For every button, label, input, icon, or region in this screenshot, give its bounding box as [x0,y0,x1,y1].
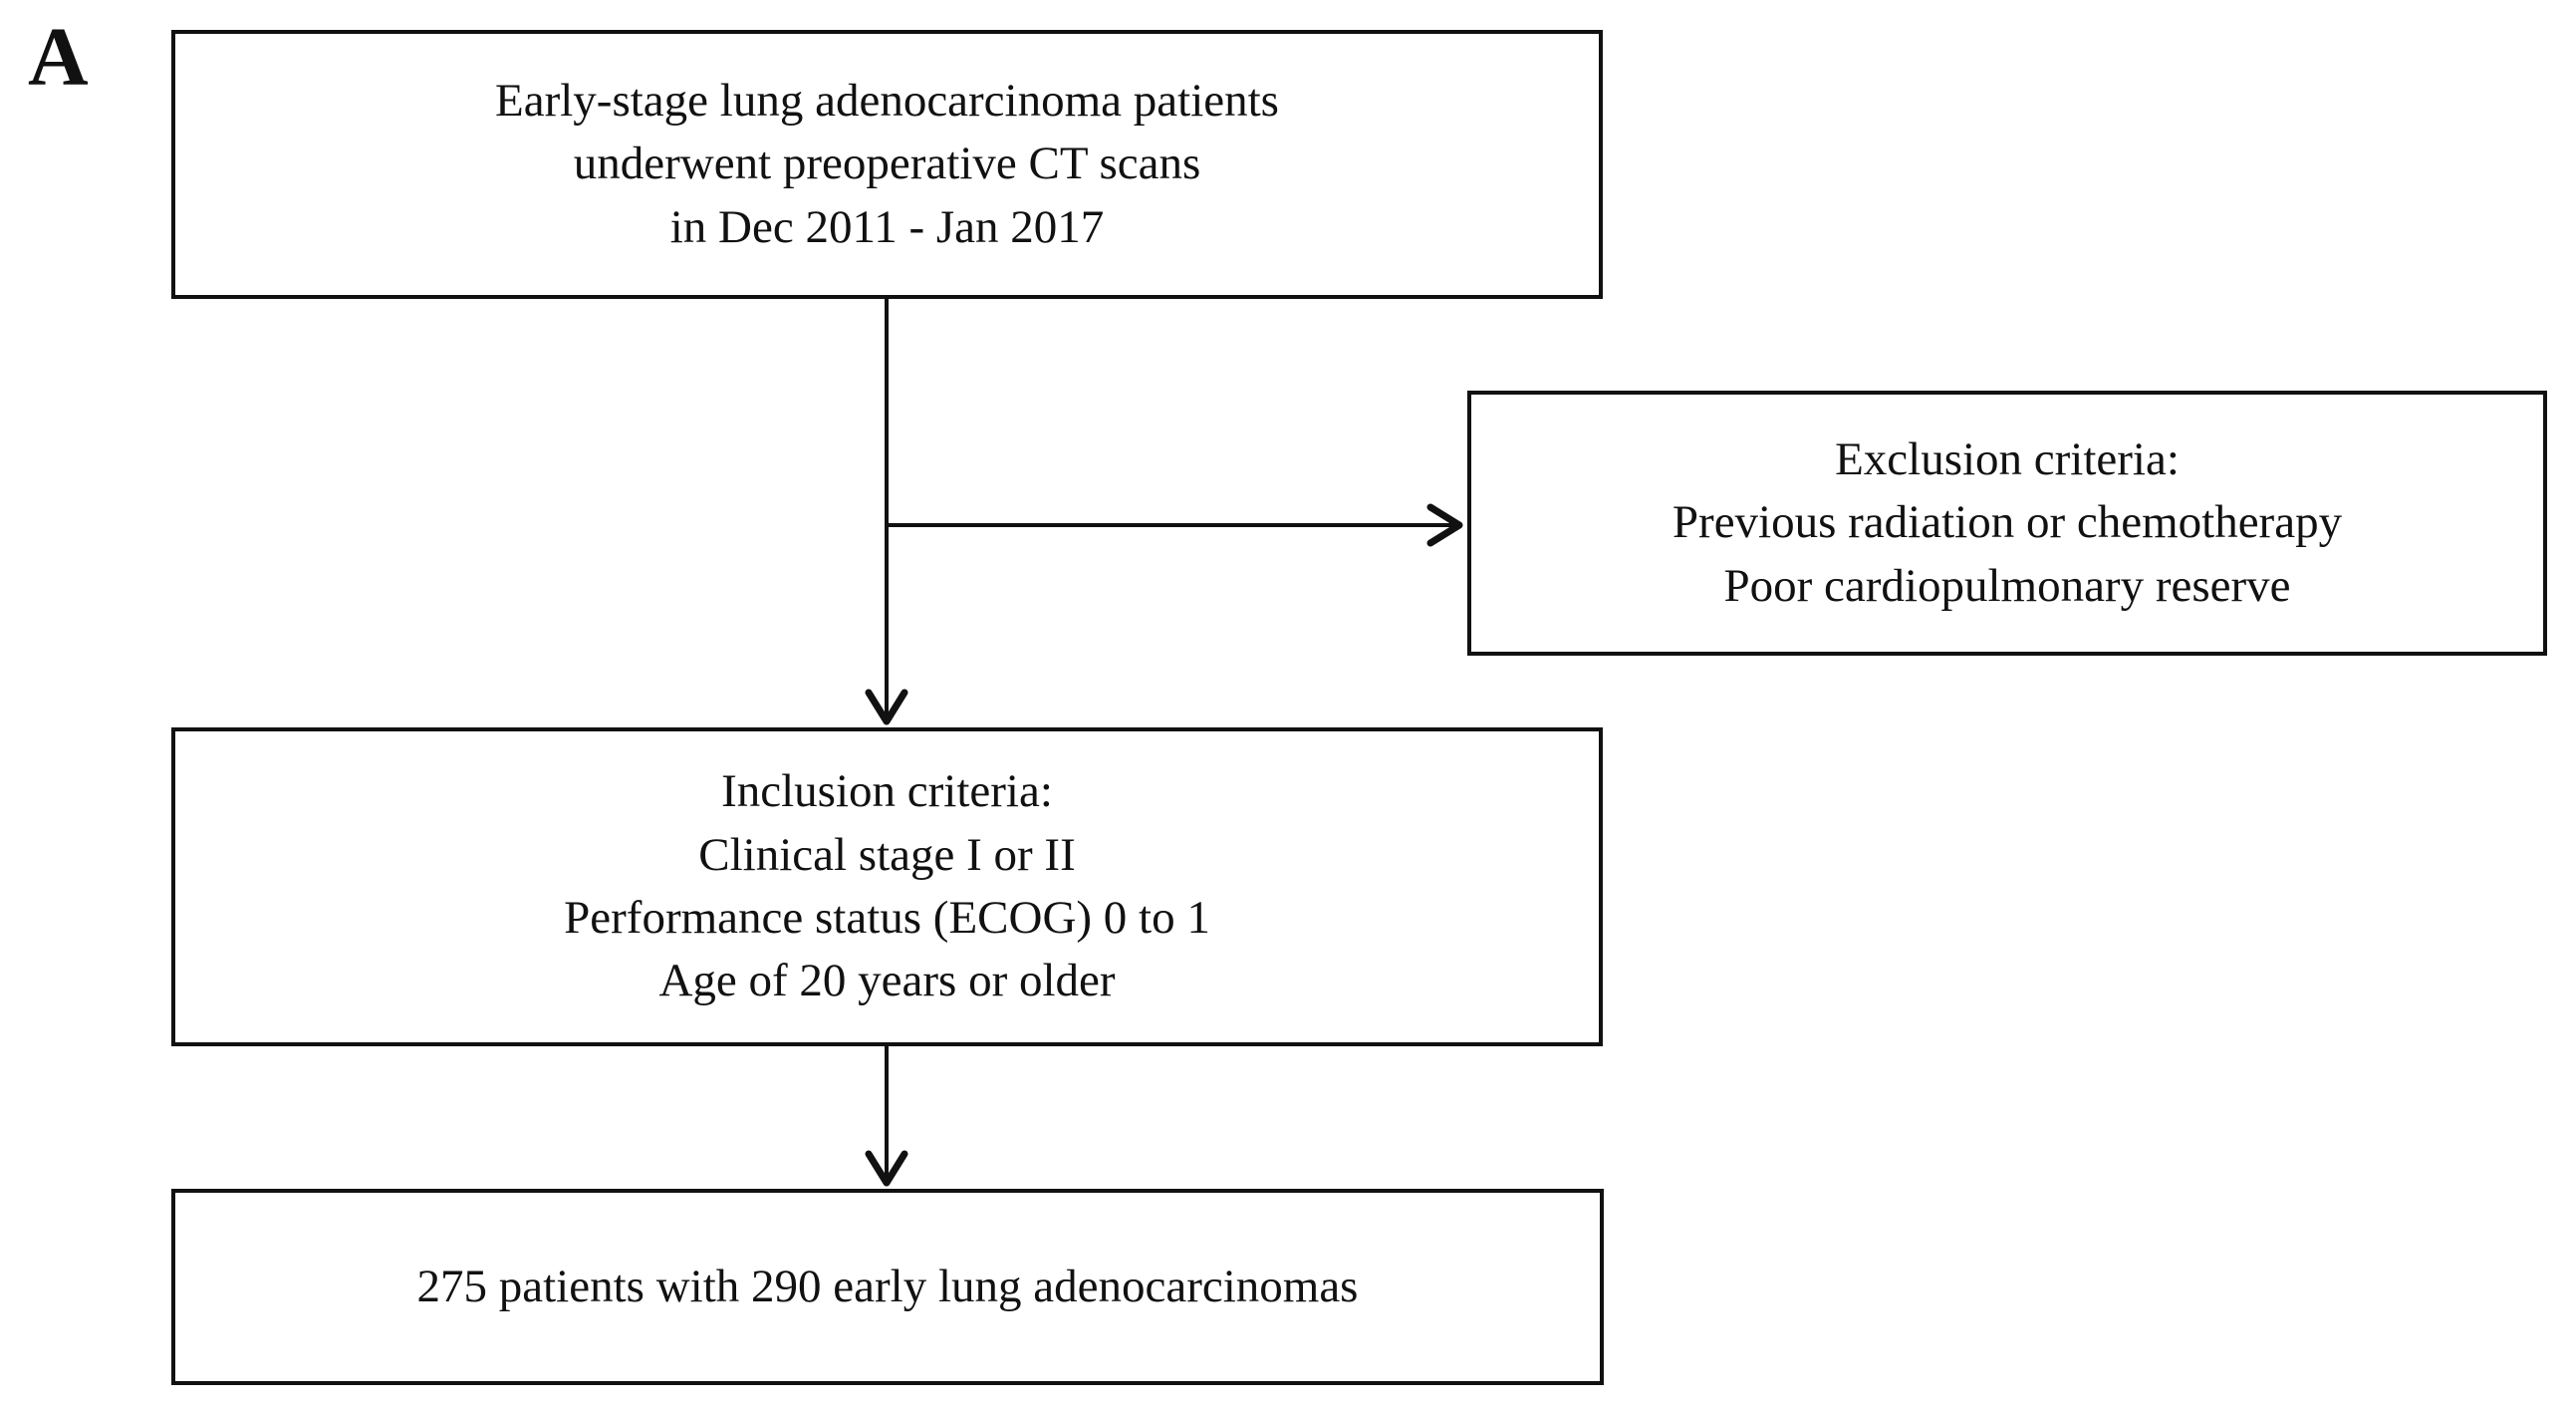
exclusion-criteria-box: Exclusion criteria: Previous radiation o… [1467,391,2547,656]
panel-label: A [28,11,89,104]
inclusion-line: Age of 20 years or older [658,955,1116,1007]
cohort-line: in Dec 2011 - Jan 2017 [669,200,1105,253]
result-box: 275 patients with 290 early lung adenoca… [171,1189,1604,1385]
inclusion-criteria-box: Inclusion criteria: Clinical stage I or … [171,727,1603,1046]
exclusion-line: Previous radiation or chemotherapy [1672,496,2343,549]
result-line: 275 patients with 290 early lung adenoca… [416,1260,1359,1312]
exclusion-line: Poor cardiopulmonary reserve [1723,559,2291,612]
inclusion-line: Clinical stage I or II [698,828,1076,881]
cohort-box: Early-stage lung adenocarcinoma patients… [171,30,1603,299]
inclusion-line: Inclusion criteria: [721,765,1053,818]
inclusion-line: Performance status (ECOG) 0 to 1 [564,892,1210,944]
cohort-line: underwent preoperative CT scans [573,138,1201,190]
exclusion-line: Exclusion criteria: [1835,432,2180,485]
cohort-line: Early-stage lung adenocarcinoma patients [495,74,1279,127]
